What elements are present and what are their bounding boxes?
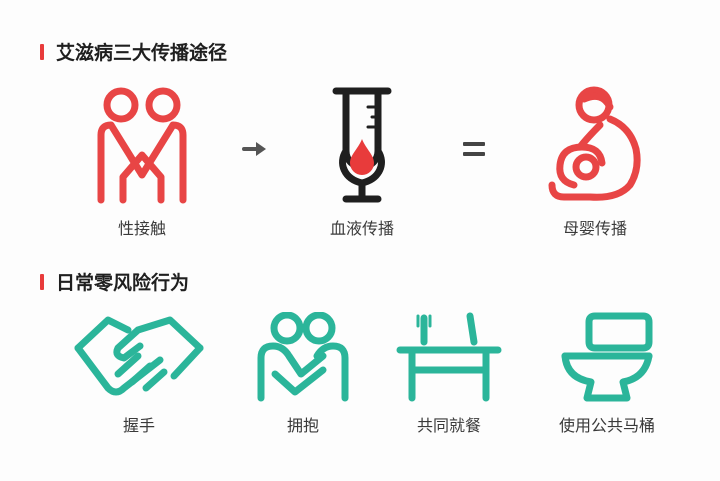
item-label: 母婴传播 bbox=[562, 219, 627, 238]
item-label: 共同就餐 bbox=[416, 416, 481, 435]
item-hug: 拥抱 bbox=[233, 312, 373, 436]
item-label: 使用公共马桶 bbox=[558, 416, 655, 435]
dining-table-icon bbox=[396, 312, 502, 402]
blood-test-tube-icon bbox=[332, 87, 392, 203]
item-label: 血液传播 bbox=[329, 219, 394, 238]
item-toilet: 使用公共马桶 bbox=[537, 312, 677, 436]
item-mother-baby: 母婴传播 bbox=[525, 85, 665, 239]
equals-icon bbox=[462, 139, 486, 163]
toilet-icon bbox=[561, 312, 653, 402]
mother-baby-icon bbox=[548, 86, 641, 201]
item-sexual-contact: 性接触 bbox=[72, 85, 212, 239]
hug-icon bbox=[257, 312, 349, 402]
item-label: 握手 bbox=[122, 416, 155, 435]
section-title-text: 艾滋病三大传播途径 bbox=[56, 42, 228, 64]
item-label: 拥抱 bbox=[286, 416, 319, 435]
arrow-right-icon bbox=[242, 140, 268, 162]
item-label: 性接触 bbox=[117, 219, 166, 238]
section-title-transmission: 艾滋病三大传播途径 bbox=[40, 38, 227, 65]
item-blood: 血液传播 bbox=[292, 85, 432, 239]
item-dining: 共同就餐 bbox=[379, 312, 519, 436]
couple-icon bbox=[97, 87, 187, 204]
handshake-icon bbox=[74, 316, 204, 396]
section-title-text: 日常零风险行为 bbox=[56, 272, 190, 294]
item-handshake: 握手 bbox=[69, 312, 209, 436]
section-title-safe: 日常零风险行为 bbox=[40, 268, 189, 295]
title-accent-bar bbox=[40, 273, 44, 290]
title-accent-bar bbox=[40, 43, 44, 60]
